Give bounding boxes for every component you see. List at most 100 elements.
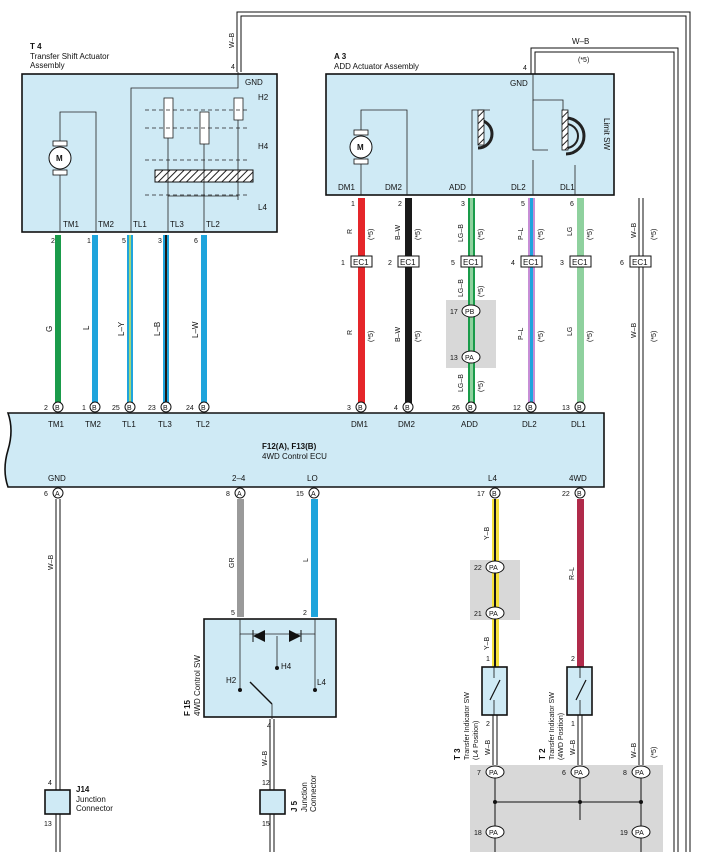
wire-gr [237,499,244,617]
wire-label: L–W [191,321,200,338]
svg-text:DL1: DL1 [571,420,586,429]
outer-wb-loop: W–B 4 W–B (*5) 4 [229,11,691,852]
t3-name-line2: (L4 Position) [473,721,480,760]
svg-text:B: B [405,405,410,412]
wire-lg [577,198,584,403]
wire-label: P–L [518,327,525,340]
wire-label: R [347,229,354,234]
svg-text:PA: PA [489,611,498,618]
svg-text:15: 15 [296,491,304,498]
svg-text:B: B [358,405,363,412]
svg-text:B: B [163,405,168,412]
svg-text:PA: PA [489,565,498,572]
t4-l4-label: L4 [258,203,267,212]
svg-text:6: 6 [620,260,624,267]
t4-pin-label: TL3 [170,220,184,229]
a3-name: ADD Actuator Assembly [334,62,419,71]
svg-text:25: 25 [112,405,120,412]
wire-lo-l [311,499,318,617]
pa-pin: 13 [450,355,458,362]
wire-note: (*5) [651,229,658,240]
svg-text:24: 24 [186,405,194,412]
svg-text:EC1: EC1 [463,258,479,267]
wire-label: W–B [631,743,638,759]
f15-component: 5 2 4 H2 H4 L4 F 15 4WD Control SW W–B [183,610,337,790]
svg-text:TL1: TL1 [122,420,136,429]
j5-component: 12 15 J 5 Junction Connector [259,775,318,852]
svg-text:B: B [577,491,582,498]
t4-gnd-wire-label: W–B [229,33,236,49]
a3-pin-number: 3 [461,201,465,208]
svg-text:5: 5 [451,260,455,267]
svg-text:8: 8 [226,491,230,498]
f15-box [203,618,337,718]
svg-text:B: B [127,405,132,412]
ec1-connector: EC1 3 [560,255,592,268]
t3-component: 1 2 T 3 Transfer Indicator SW (L4 Positi… [453,656,508,765]
svg-text:EC1: EC1 [632,258,648,267]
wire-r [358,198,365,403]
t4-motor [48,146,72,170]
t2-name-line2: (4WD Position) [558,713,565,760]
svg-text:TL3: TL3 [158,420,172,429]
t4-gnd-label: GND [245,78,263,87]
wire-label: W–B [570,740,577,756]
svg-text:ADD: ADD [461,420,478,429]
wire-label: Y–B [484,636,491,650]
f15-l4: L4 [317,678,326,687]
wire-note: (*5) [651,331,658,342]
svg-text:6: 6 [44,491,48,498]
svg-text:DM2: DM2 [398,420,415,429]
wire-note: (*5) [538,229,545,240]
j14-code: J14 [76,785,90,794]
t4-h2-label: H2 [258,93,269,102]
j5-name-line1: Junction [300,782,309,812]
wire-note: (*5) [415,331,422,342]
svg-text:A: A [311,491,316,498]
wire-label: LG [567,227,574,236]
t4-code: T 4 [30,42,42,51]
svg-text:TL2: TL2 [196,420,210,429]
t4-gnd-pin: 4 [231,64,235,71]
t4-pin-label: TL1 [133,220,147,229]
svg-text:13: 13 [562,405,570,412]
pa-connector [461,350,481,364]
wire-note: (*5) [478,286,485,297]
t2-pin: 1 [571,721,575,728]
f15-h4: H4 [281,662,292,671]
svg-text:7: 7 [477,770,481,777]
a3-pin-number: 1 [351,201,355,208]
svg-text:GND: GND [48,474,66,483]
svg-text:17: 17 [477,491,485,498]
pa-connector: PA7 [477,765,505,779]
t4-pin-label: TM2 [98,220,115,229]
svg-text:23: 23 [148,405,156,412]
a3-limit-sw: Limit SW [602,118,611,150]
a3-pin-label: DL1 [560,183,575,192]
svg-text:DL2: DL2 [522,420,537,429]
wire-label: LG–B [458,224,465,242]
svg-text:4: 4 [511,260,515,267]
a3-top-wire-label: W–B [572,37,589,46]
t3-pin: 1 [486,656,490,663]
j14-name-line1: Junction [76,795,106,804]
svg-text:A: A [55,491,60,498]
svg-text:L4: L4 [488,474,497,483]
ecu-box [4,412,605,488]
svg-text:2–4: 2–4 [232,474,246,483]
wire-label: W–B [631,223,638,239]
a3-gnd-label: GND [510,79,528,88]
t4-component: T 4 Transfer Shift Actuator Assembly GND… [21,42,278,245]
svg-text:B: B [468,405,473,412]
svg-text:EC1: EC1 [353,258,369,267]
wire-label: B–W [395,224,402,240]
wire-label: L [82,325,91,330]
svg-text:3: 3 [560,260,564,267]
